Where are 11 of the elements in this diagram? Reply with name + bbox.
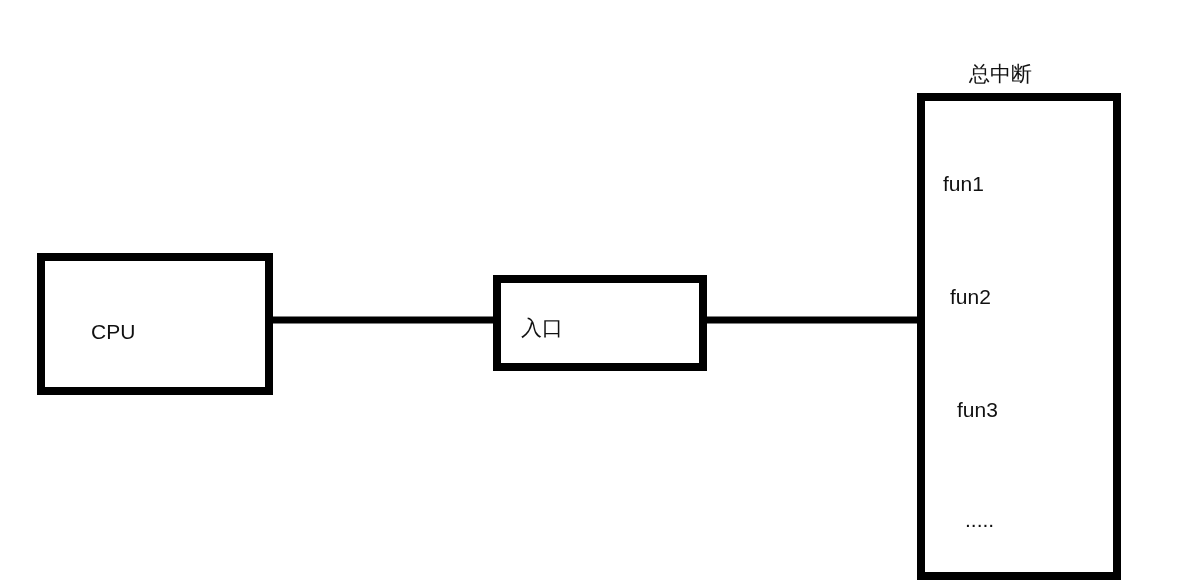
connector-line: [707, 316, 917, 324]
function-label: fun2: [950, 286, 991, 307]
process-box: [37, 253, 273, 395]
connector-line: [273, 316, 493, 324]
node-label: 入口: [521, 317, 563, 338]
function-label: fun1: [943, 173, 984, 194]
box-heading: 总中断: [969, 63, 1032, 84]
ellipsis-label: .....: [965, 509, 995, 530]
function-label: fun3: [957, 399, 998, 420]
node-label: CPU: [91, 321, 136, 342]
process-box: [493, 275, 707, 371]
